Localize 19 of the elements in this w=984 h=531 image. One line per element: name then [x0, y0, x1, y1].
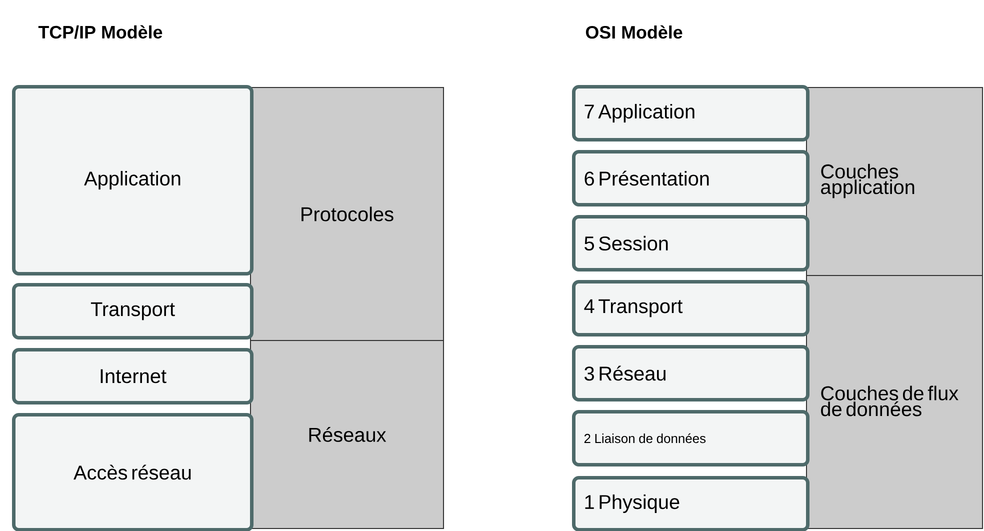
layer-box: 2 Liaison de données [572, 410, 810, 466]
layer-box: 6 Présentation [572, 150, 810, 206]
layer-box: Transport [12, 283, 254, 340]
layer-group-band: Réseaux [250, 340, 444, 529]
layer-box: 1 Physique [572, 476, 810, 531]
layer-box: 4 Transport [572, 280, 810, 336]
node-label: Couches application [821, 164, 914, 198]
layer-box: Accès réseau [12, 413, 254, 531]
layer-group-band: Protocoles [250, 87, 444, 341]
layer-box: 3 Réseau [572, 345, 810, 402]
layer-box: Internet [12, 348, 254, 404]
node-label: Couches de flux de données [821, 386, 958, 416]
layer-box: Application [12, 85, 254, 276]
layer-box: 5 Session [572, 215, 810, 272]
heading: OSI Modèle [586, 25, 682, 39]
heading: TCP/IP Modèle [38, 25, 162, 39]
layer-group-band: Couches de flux de données [806, 275, 983, 529]
layer-group-band: Couches application [806, 87, 983, 276]
layer-box: 7 Application [572, 85, 810, 142]
